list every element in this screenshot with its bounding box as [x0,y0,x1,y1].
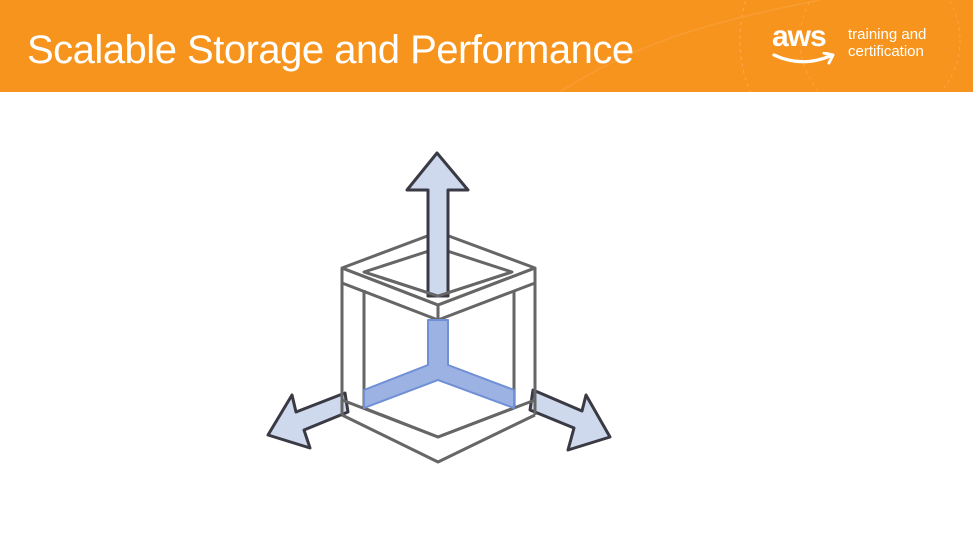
cube-frame [340,230,537,464]
aws-smile-logo-icon [772,52,835,65]
header-decoration [559,0,961,92]
cube-front-edges [341,266,536,307]
logo-tagline-line2: certification [848,43,924,60]
header-bar: Scalable Storage and Performance aws tra… [0,0,973,92]
logo-tagline: training and certification [848,26,948,60]
right-arrow-icon [528,388,612,452]
logo-wordmark: aws [772,20,827,53]
up-arrow-icon [405,151,470,298]
page-title: Scalable Storage and Performance [27,28,634,72]
logo-tagline-line1: training and [848,26,927,43]
scalable-cube-with-arrows-icon [266,151,612,464]
aws-logo: aws training and certification [772,20,952,70]
left-arrow-icon [266,391,350,450]
inner-corner-highlight [363,319,515,409]
